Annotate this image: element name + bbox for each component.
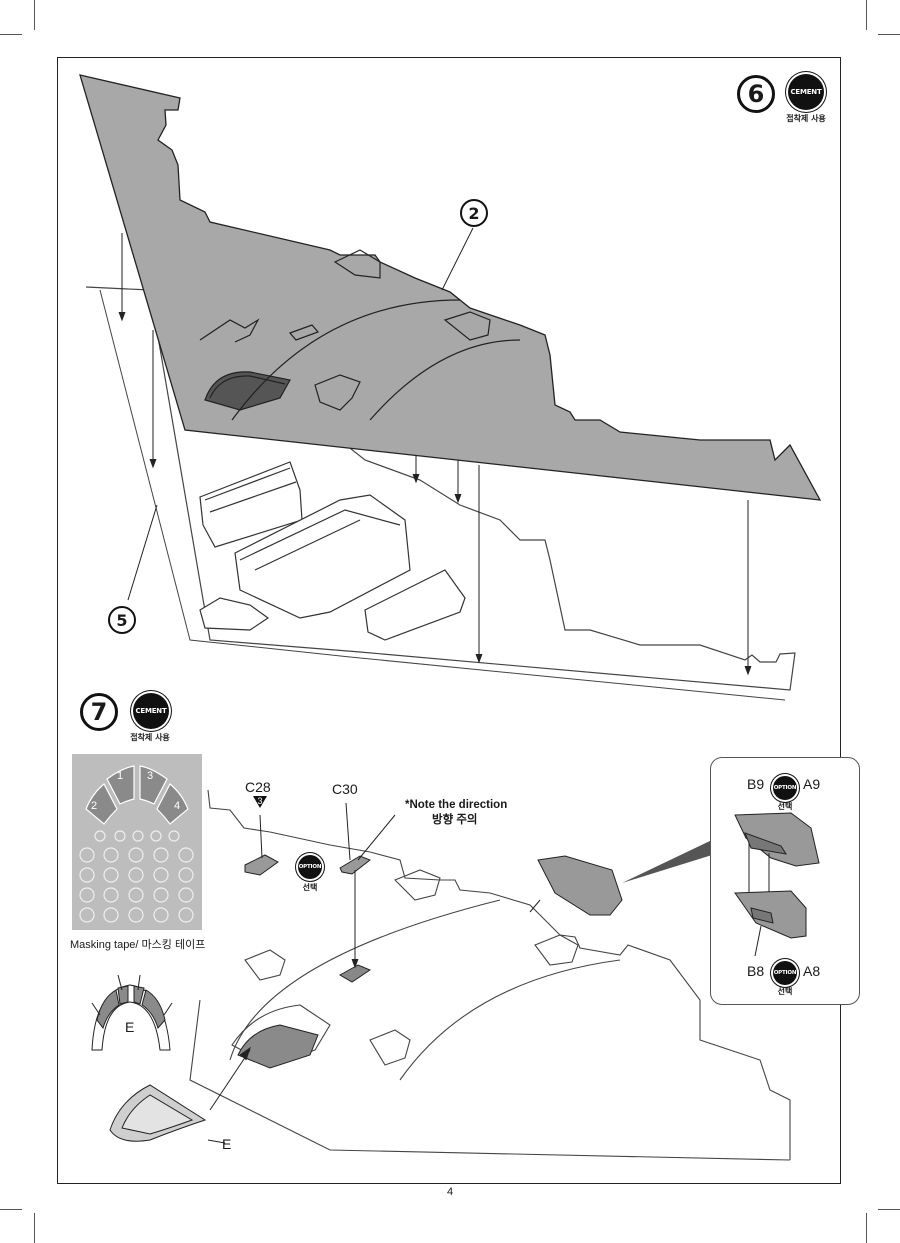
option-label-b9: B9: [747, 776, 765, 792]
crop-mark: [878, 34, 900, 35]
masking-tape-caption: Masking tape/ 마스킹 테이프: [70, 939, 206, 951]
option-icon: OPTION: [773, 776, 797, 800]
page-number: 4: [446, 1186, 454, 1198]
part-label-c30: C30: [332, 781, 358, 797]
crop-mark: [34, 1213, 35, 1243]
canopy-part-label: E: [222, 1136, 232, 1152]
option-caption: 선택: [302, 883, 318, 892]
callout-wedge: [622, 840, 712, 883]
crop-mark: [0, 1209, 22, 1210]
crop-mark: [34, 0, 35, 30]
part-callout-5: 5: [108, 606, 136, 634]
direction-note-en: *Note the direction: [405, 799, 508, 811]
part-c30: [339, 855, 371, 875]
cement-caption: 접착제 사용: [786, 114, 826, 123]
option-label-b8: B8: [747, 963, 765, 979]
direction-note-ko: 방향 주의: [432, 814, 478, 826]
option-label-a9: A9: [803, 776, 821, 792]
step6-number: 6: [737, 75, 775, 113]
cement-icon: CEMENT: [133, 693, 169, 729]
part-callout-2: 2: [460, 199, 488, 227]
canopy-mask-diagram: [91, 974, 173, 1051]
crop-mark: [866, 1213, 867, 1243]
fuselage-outline: [189, 789, 791, 1161]
crop-mark: [878, 1209, 900, 1210]
masking-tape-shapes: [79, 765, 194, 923]
option-icon: OPTION: [773, 961, 797, 985]
option-caption: 선택: [777, 987, 793, 996]
instruction-frame: [57, 57, 841, 1184]
part-label-c28: C28: [245, 779, 271, 795]
crop-mark: [0, 34, 22, 35]
option-icon: OPTION: [298, 855, 322, 879]
mask-number-1: 1: [117, 770, 124, 782]
option-parts-art: [734, 812, 820, 957]
option-part: [537, 855, 623, 916]
part-c30-slot: [338, 964, 372, 983]
cement-caption: 접착제 사용: [130, 733, 170, 742]
bomb-bay-part: [199, 461, 466, 641]
mask-number-3: 3: [147, 770, 154, 782]
option-label-a8: A8: [803, 963, 821, 979]
canopy-part: [109, 1084, 226, 1144]
cement-icon: CEMENT: [788, 74, 824, 110]
lower-fuselage-outline: [85, 286, 796, 691]
option-detail-panel: B9 OPTION 선택 A9 B8 OPTION 선택 A8: [710, 757, 860, 1005]
cockpit-detail: [199, 249, 521, 421]
mask-number-4: 4: [174, 800, 181, 812]
mask-number-2: 2: [91, 800, 98, 812]
leader-lines: [209, 802, 541, 1111]
crop-mark: [866, 0, 867, 30]
assembly-arrows: [118, 227, 752, 676]
option-caption: 선택: [777, 802, 793, 811]
mask-diagram-label: E: [125, 1019, 135, 1035]
cockpit-opening: [237, 1024, 319, 1069]
masking-tape-sheet: 1 2 3 4: [72, 754, 202, 930]
step7-number: 7: [80, 693, 118, 731]
